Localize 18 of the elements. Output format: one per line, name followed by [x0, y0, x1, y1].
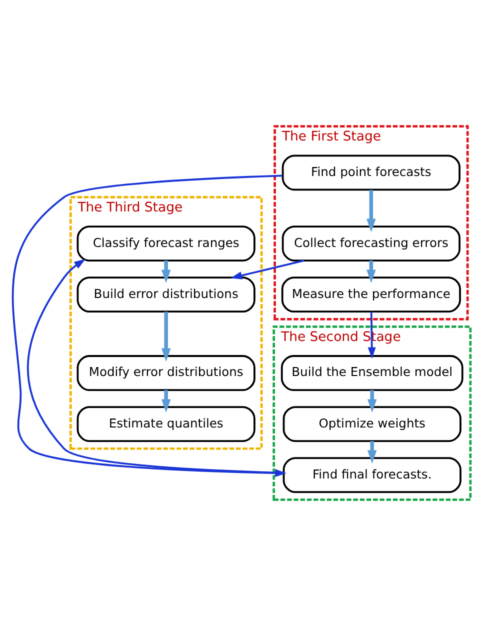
node-box: Find point forecasts: [282, 154, 460, 190]
node-box: Modify error distributions: [76, 354, 256, 390]
node-box: Classify forecast ranges: [76, 225, 256, 261]
node-box: Collect forecasting errors: [282, 225, 460, 261]
arrow: [161, 260, 171, 283]
arrow: [366, 260, 376, 283]
arrow: [27, 258, 284, 474]
node-box: Find final forecasts.: [282, 456, 462, 493]
node-box: Build error distributions: [76, 276, 256, 312]
arrow: [161, 311, 171, 362]
arrow: [367, 390, 377, 412]
arrow: [366, 189, 376, 232]
node-box: Measure the performance: [281, 276, 461, 312]
node-box: Estimate quantiles: [76, 406, 256, 442]
arrow: [161, 390, 171, 412]
arrow: [367, 440, 377, 464]
node-box: Build the Ensemble model: [280, 354, 464, 390]
node-box: Optimize weights: [282, 406, 462, 442]
